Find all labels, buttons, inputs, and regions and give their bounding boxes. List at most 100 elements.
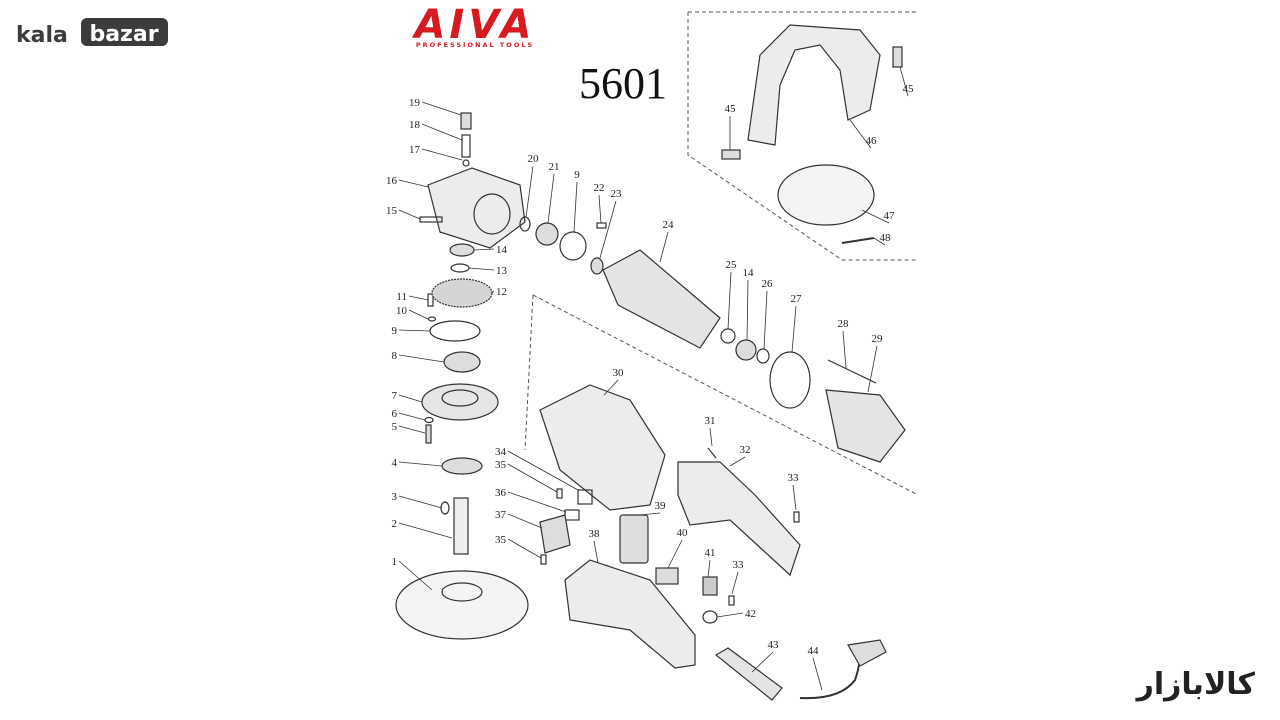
model-number: 5601 (579, 59, 667, 108)
bearing-box-bore (441, 389, 479, 407)
leader-line-13 (468, 267, 495, 271)
polishing-pad-part (395, 570, 529, 640)
field-part (825, 389, 906, 463)
part-label-46: 46 (866, 135, 878, 147)
screw-part-31 (707, 447, 717, 459)
leader-line-11 (408, 295, 429, 301)
part-label-44: 44 (808, 645, 820, 657)
screw-part-35 (556, 488, 563, 499)
bearing-part-8 (443, 351, 481, 373)
leader-line-30 (603, 379, 619, 396)
woodruff-key-part (440, 501, 450, 515)
washer-part-10 (427, 316, 437, 322)
leader-line-14 (746, 279, 749, 341)
leader-line-7 (398, 394, 423, 403)
bearing-part-21 (535, 222, 559, 246)
brand-name: AIVA (411, 2, 535, 48)
screw-part-22 (596, 222, 607, 229)
motor-housing-part (539, 384, 666, 511)
part-label-32: 32 (740, 444, 751, 456)
part-label-45: 45 (903, 83, 915, 95)
leader-line-25 (727, 271, 732, 330)
kalabazar-logo-top: kala bazar (16, 18, 168, 48)
part-label-6: 6 (392, 408, 398, 420)
part-label-17: 17 (409, 144, 421, 156)
part-label-47: 47 (884, 210, 896, 222)
hex-wrench-part (841, 237, 875, 244)
part-label-40: 40 (677, 527, 689, 539)
screw-part-33 (793, 511, 800, 523)
leader-line-34 (507, 450, 579, 491)
leader-line-1 (398, 560, 433, 591)
screw-part-33b (728, 595, 735, 606)
leader-line-22 (598, 194, 602, 224)
aiva-logo: AIVA PROFESSIONAL TOOLS (411, 2, 535, 49)
rubber-ring-part-23 (590, 257, 604, 275)
part-label-20: 20 (528, 153, 540, 165)
part-label-23: 23 (611, 188, 623, 200)
part-label-29: 29 (872, 333, 884, 345)
part-label-36: 36 (495, 487, 507, 499)
bearing-part-14b (735, 339, 757, 361)
screw-part-11 (427, 293, 434, 307)
part-label-13: 13 (496, 265, 508, 277)
leader-line-17 (421, 148, 463, 161)
baffle-plate-part-9 (559, 231, 587, 261)
part-label-34: 34 (495, 446, 507, 458)
leader-line-32 (729, 456, 746, 467)
leader-line-18 (421, 123, 463, 141)
part-label-1: 1 (392, 556, 398, 568)
switch-part-39 (619, 514, 649, 564)
leader-line-36 (507, 491, 567, 513)
loop-handle-part (747, 24, 881, 146)
armature-part (602, 249, 721, 349)
part-label-5: 5 (392, 421, 398, 433)
part-label-11: 11 (396, 291, 407, 303)
side-handle-part (714, 647, 783, 701)
part-label-14: 14 (743, 267, 755, 279)
leader-line-23 (599, 200, 617, 259)
part-label-42: 42 (745, 608, 756, 620)
washer-part (441, 457, 483, 475)
speed-control-part-37 (539, 514, 571, 554)
watermark-kala: kala (16, 23, 68, 48)
part-label-7: 7 (392, 390, 398, 402)
leader-line-14 (473, 248, 495, 251)
part-label-4: 4 (392, 457, 398, 469)
plate-part-9 (429, 320, 481, 342)
part-label-21: 21 (549, 161, 560, 173)
leader-line-31 (709, 427, 713, 447)
leader-line-6 (398, 412, 426, 421)
part-label-48: 48 (880, 232, 892, 244)
leader-line-33 (792, 484, 797, 511)
part-label-37: 37 (495, 509, 507, 521)
leader-line-20 (525, 165, 534, 218)
part-label-12: 12 (496, 286, 507, 298)
brand-tagline: PROFESSIONAL TOOLS (416, 41, 534, 49)
leader-line-2 (398, 522, 453, 539)
leader-line-35 (507, 463, 558, 493)
leader-line-5 (398, 425, 426, 434)
leader-line-3 (398, 495, 443, 509)
spring-part (461, 134, 471, 158)
leader-line-9 (398, 329, 431, 332)
part-label-26: 26 (762, 278, 774, 290)
part-label-3: 3 (392, 491, 398, 503)
leader-line-8 (398, 354, 445, 363)
leader-line-44 (812, 657, 823, 691)
part-label-24: 24 (663, 219, 675, 231)
speed-dial-part-40 (655, 567, 679, 585)
part-label-35: 35 (495, 534, 507, 546)
leader-line-28 (842, 330, 847, 369)
rubber-ring-part-26 (756, 348, 770, 364)
part-label-31: 31 (705, 415, 716, 427)
part-label-33: 33 (788, 472, 800, 484)
leader-line-4 (398, 461, 443, 467)
leader-line-35 (507, 538, 542, 559)
gear-housing-part (427, 167, 526, 249)
motor-section-frame (524, 294, 919, 496)
leader-line-9 (573, 181, 578, 233)
part-label-43: 43 (768, 639, 780, 651)
leader-line-48 (873, 237, 886, 246)
